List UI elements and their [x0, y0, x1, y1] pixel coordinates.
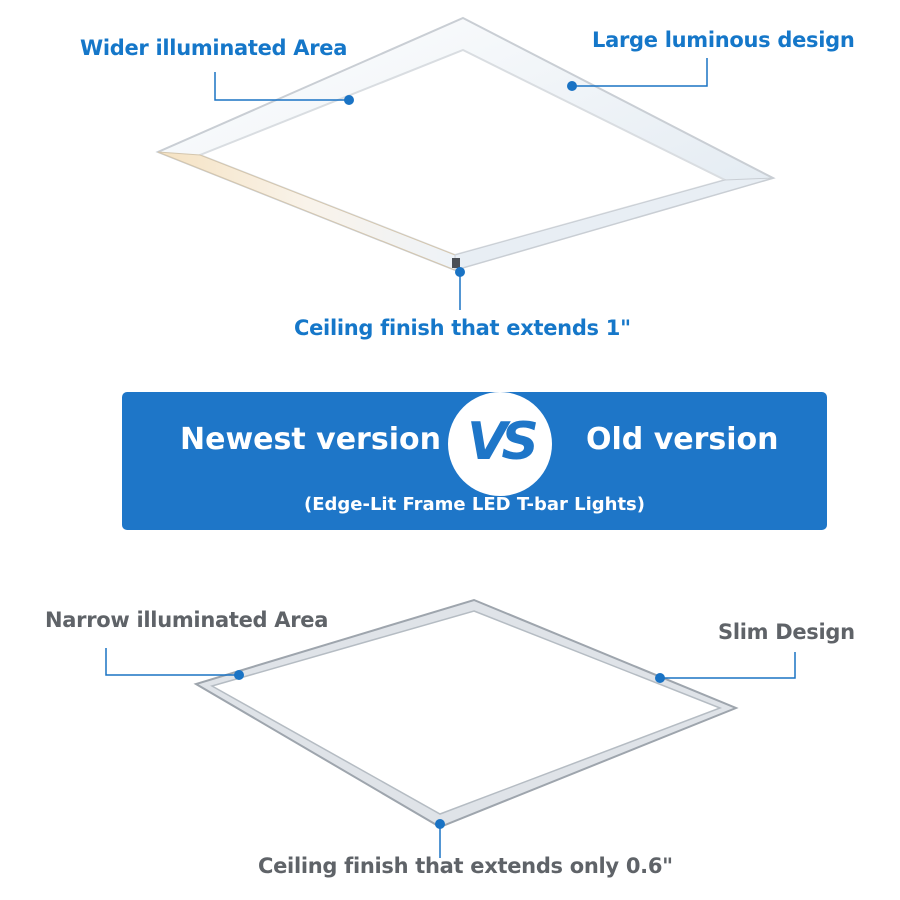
vs-badge: VS: [448, 392, 552, 496]
vs-text: VS: [467, 412, 539, 472]
slim-design-dot: [655, 673, 665, 683]
ceiling-finish-dot: [455, 267, 465, 277]
bottom-callouts: [105, 648, 796, 858]
wider-area-leader-line: [214, 72, 349, 101]
comparison-banner: Newest version VS Old version (Edge-Lit …: [122, 392, 827, 530]
ceiling-finish-0-6in-label: Ceiling finish that extends only 0.6": [258, 854, 673, 878]
top-callouts: [214, 58, 708, 310]
slim-design-leader-line: [660, 652, 796, 679]
large-luminous-design-label: Large luminous design: [592, 28, 855, 52]
narrow-area-dot: [234, 670, 244, 680]
slim-design-label: Slim Design: [718, 620, 855, 644]
narrow-illuminated-area-label: Narrow illuminated Area: [45, 608, 329, 632]
large-luminous-leader-line: [572, 58, 708, 87]
large-luminous-dot: [567, 81, 577, 91]
old-version-text: Old version: [586, 422, 779, 457]
old-frame-panel: [193, 598, 739, 829]
banner-subtitle: (Edge-Lit Frame LED T-bar Lights): [303, 494, 645, 515]
wider-illuminated-area-label: Wider illuminated Area: [80, 36, 348, 60]
ceiling-finish-1in-label: Ceiling finish that extends 1": [294, 316, 631, 340]
wider-area-dot: [344, 95, 354, 105]
newest-version-text: Newest version: [180, 422, 441, 457]
ceiling-finish-old-dot: [435, 819, 445, 829]
narrow-area-leader-line: [105, 648, 239, 676]
newest-frame-panel: [155, 16, 776, 272]
